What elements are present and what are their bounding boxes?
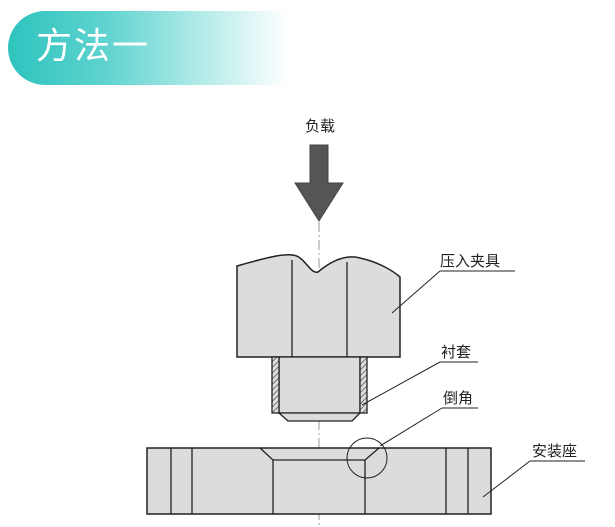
label-mounting-seat: 安装座	[532, 442, 577, 460]
section-title: 方法一	[36, 26, 151, 67]
callout-bushing: 衬套	[361, 343, 478, 406]
label-press-fixture: 压入夹具	[440, 252, 500, 270]
callout-press-fixture: 压入夹具	[391, 252, 515, 314]
bushing	[271, 356, 368, 422]
press-fixture	[236, 253, 401, 358]
label-bushing: 衬套	[441, 343, 471, 361]
section-banner: 方法一	[8, 11, 288, 85]
callout-chamfer: 倒角	[379, 389, 478, 447]
load-arrow-icon	[294, 144, 344, 222]
load-label: 负载	[305, 117, 335, 135]
mounting-seat	[146, 437, 492, 515]
callout-mounting-seat: 安装座	[482, 442, 585, 498]
chamfer-detail-circle	[346, 437, 388, 479]
label-chamfer: 倒角	[443, 389, 473, 407]
